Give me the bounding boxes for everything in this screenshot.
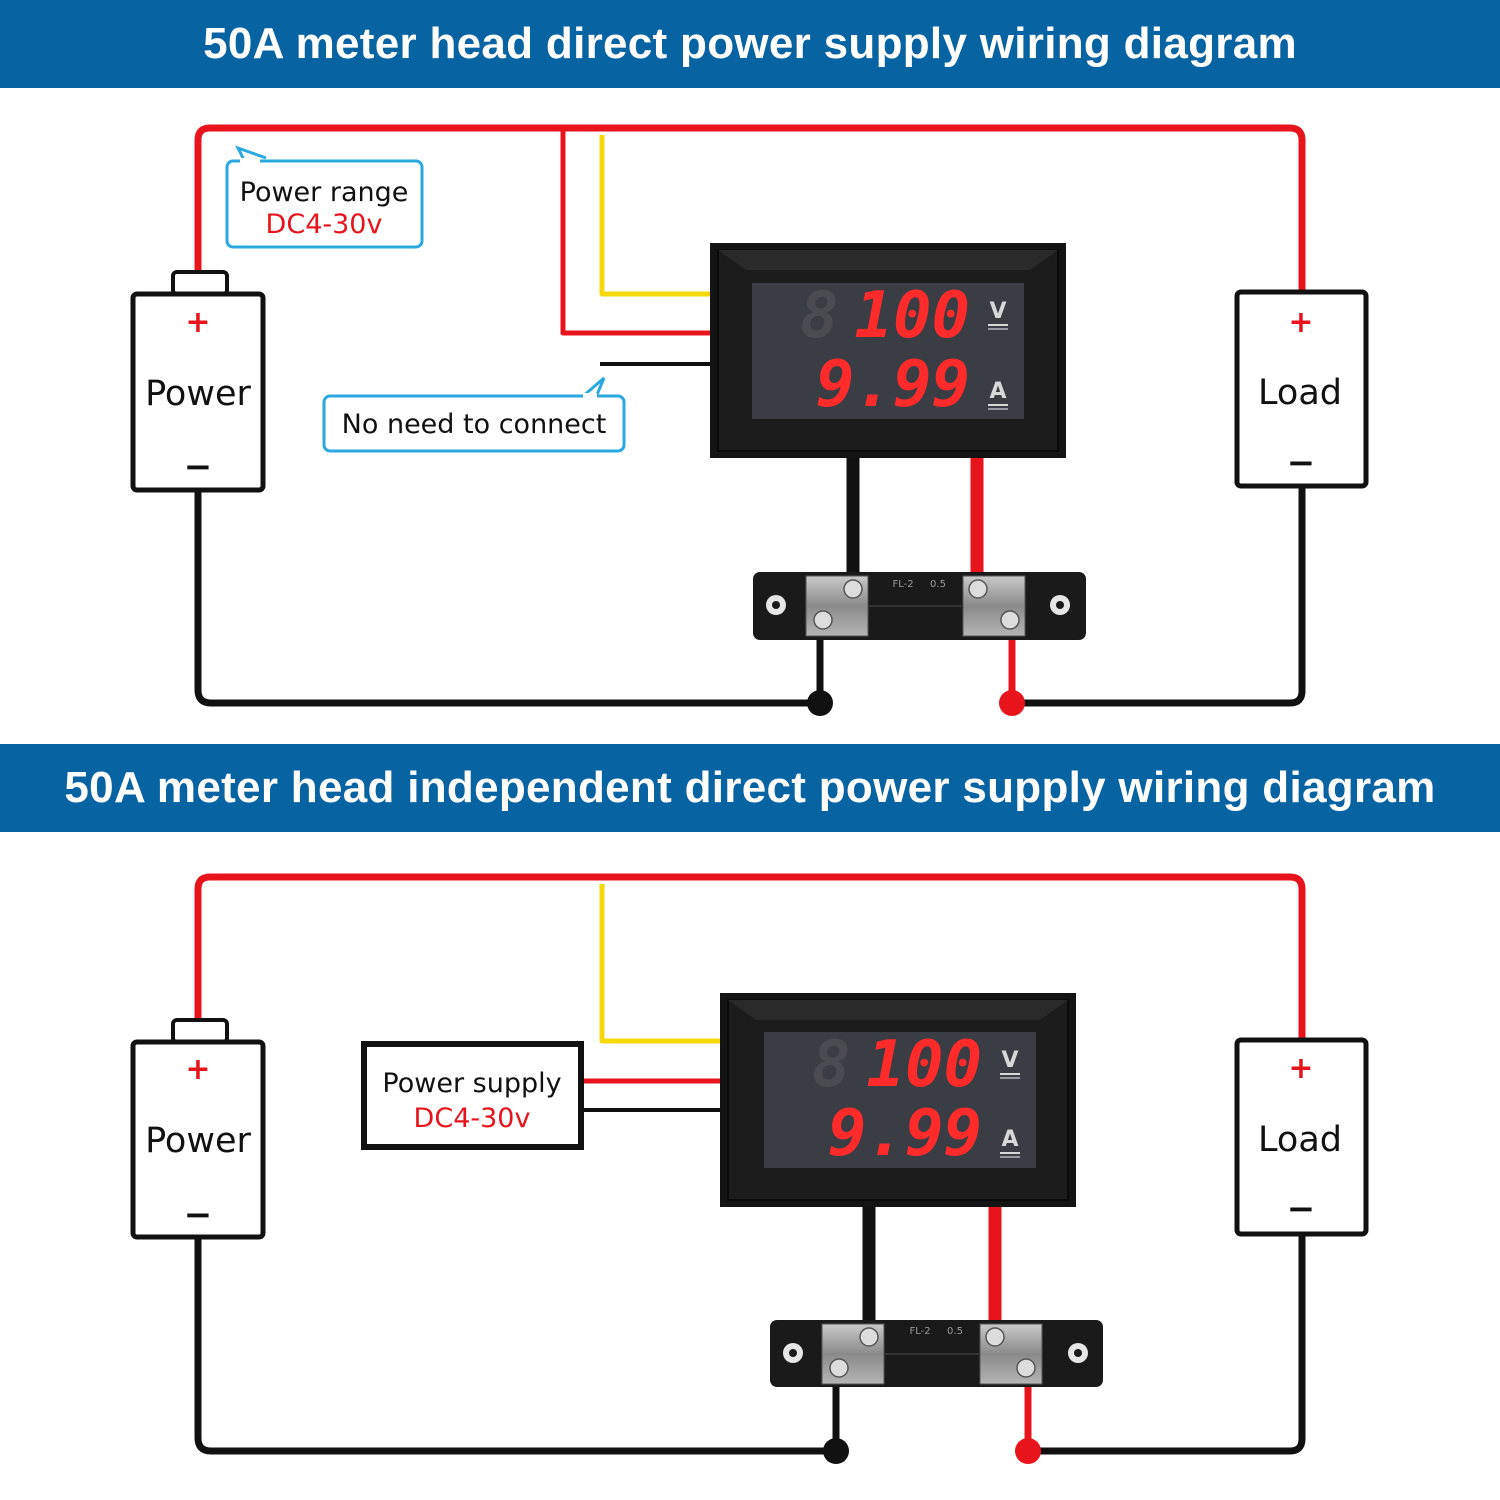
bottom-black-return-loop — [194, 1237, 836, 1455]
bottom-shunt-screw — [829, 1358, 849, 1378]
top-power-label: Power — [145, 374, 251, 414]
top-load-plus: + — [1288, 305, 1313, 340]
top-voltage-reading: 100 — [854, 279, 970, 353]
top-load-box: + Load − — [1234, 289, 1369, 489]
top-shunt-rating: 0.5 — [930, 579, 946, 590]
bottom-yellow-sense-wire — [599, 884, 720, 1044]
top-power-plus: + — [185, 305, 210, 340]
top-banner-title: 50A meter head direct power supply wirin… — [0, 0, 1500, 88]
bottom-shunt-screw — [985, 1327, 1005, 1347]
bottom-voltmeter-ammeter: 8 100 9.99 V A — [720, 993, 1076, 1207]
bottom-unit-a: A — [1001, 1127, 1018, 1152]
bottom-red-main-loop — [194, 873, 1306, 1040]
bottom-load-plus: + — [1288, 1051, 1313, 1086]
bottom-shunt-marking: FL-2 — [909, 1326, 930, 1337]
bottom-shunt-rating: 0.5 — [947, 1326, 963, 1337]
top-red-load-return — [1012, 486, 1306, 707]
top-power-minus: − — [184, 447, 213, 487]
top-voltage-ghost-digit: 8 — [800, 279, 839, 353]
top-unit-v: V — [989, 299, 1006, 324]
top-red-main-loop — [194, 124, 1306, 292]
top-no-connect-callout: No need to connect — [322, 376, 626, 453]
bottom-black-junction-dot — [823, 1438, 849, 1464]
bottom-power-label: Power — [145, 1121, 251, 1161]
bottom-banner-title: 50A meter head independent direct power … — [0, 744, 1500, 832]
top-diagram: + Power − + Load − Power range DC4-30v N… — [130, 124, 1369, 716]
top-no-connect-text: No need to connect — [342, 409, 607, 440]
top-red-junction-dot — [999, 690, 1025, 716]
top-voltmeter-ammeter: 8 100 9.99 V A — [710, 243, 1066, 458]
bottom-voltage-ghost-digit: 8 — [812, 1028, 851, 1102]
top-load-label: Load — [1258, 373, 1342, 413]
top-load-minus: − — [1287, 443, 1316, 483]
top-unit-a: A — [989, 379, 1006, 404]
bottom-power-supply-box: Power supply DC4-30v — [361, 1041, 584, 1150]
top-power-range-line1: Power range — [240, 177, 409, 208]
bottom-power-supply-line2: DC4-30v — [414, 1103, 531, 1134]
top-black-junction-dot — [807, 690, 833, 716]
top-current-shunt: FL-2 0.5 — [753, 572, 1086, 640]
bottom-wires — [194, 873, 1306, 1455]
bottom-voltage-reading: 100 — [866, 1028, 982, 1102]
top-power-battery: + Power − — [130, 270, 266, 493]
top-shunt-screw — [813, 610, 833, 630]
bottom-power-plus: + — [185, 1052, 210, 1087]
top-current-reading: 9.99 — [816, 348, 970, 422]
top-yellow-sense-wire — [599, 135, 710, 297]
bottom-power-minus: − — [184, 1195, 213, 1235]
top-power-range-callout: Power range DC4-30v — [225, 145, 424, 249]
bottom-red-junction-dot — [1015, 1438, 1041, 1464]
bottom-unit-v: V — [1001, 1048, 1018, 1073]
bottom-shunt-screw — [1016, 1358, 1036, 1378]
bottom-load-label: Load — [1258, 1120, 1342, 1160]
bottom-load-box: + Load − — [1234, 1037, 1369, 1237]
top-shunt-screw — [968, 579, 988, 599]
bottom-shunt-screw — [859, 1327, 879, 1347]
bottom-power-supply-line1: Power supply — [382, 1068, 561, 1099]
top-red-meter-supply — [560, 128, 710, 336]
bottom-power-battery: + Power − — [130, 1018, 266, 1240]
bottom-load-minus: − — [1287, 1189, 1316, 1229]
bottom-load-return — [1028, 1234, 1306, 1455]
top-shunt-marking: FL-2 — [892, 579, 913, 590]
top-power-range-line2: DC4-30v — [266, 209, 383, 240]
top-black-return-loop — [194, 490, 820, 707]
bottom-current-reading: 9.99 — [828, 1097, 982, 1171]
bottom-diagram: + Power − + Load − Power supply DC4-30v … — [130, 873, 1369, 1464]
top-wires — [194, 124, 1306, 707]
top-shunt-screw — [1000, 610, 1020, 630]
bottom-current-shunt: FL-2 0.5 — [770, 1320, 1103, 1387]
top-shunt-screw — [843, 579, 863, 599]
